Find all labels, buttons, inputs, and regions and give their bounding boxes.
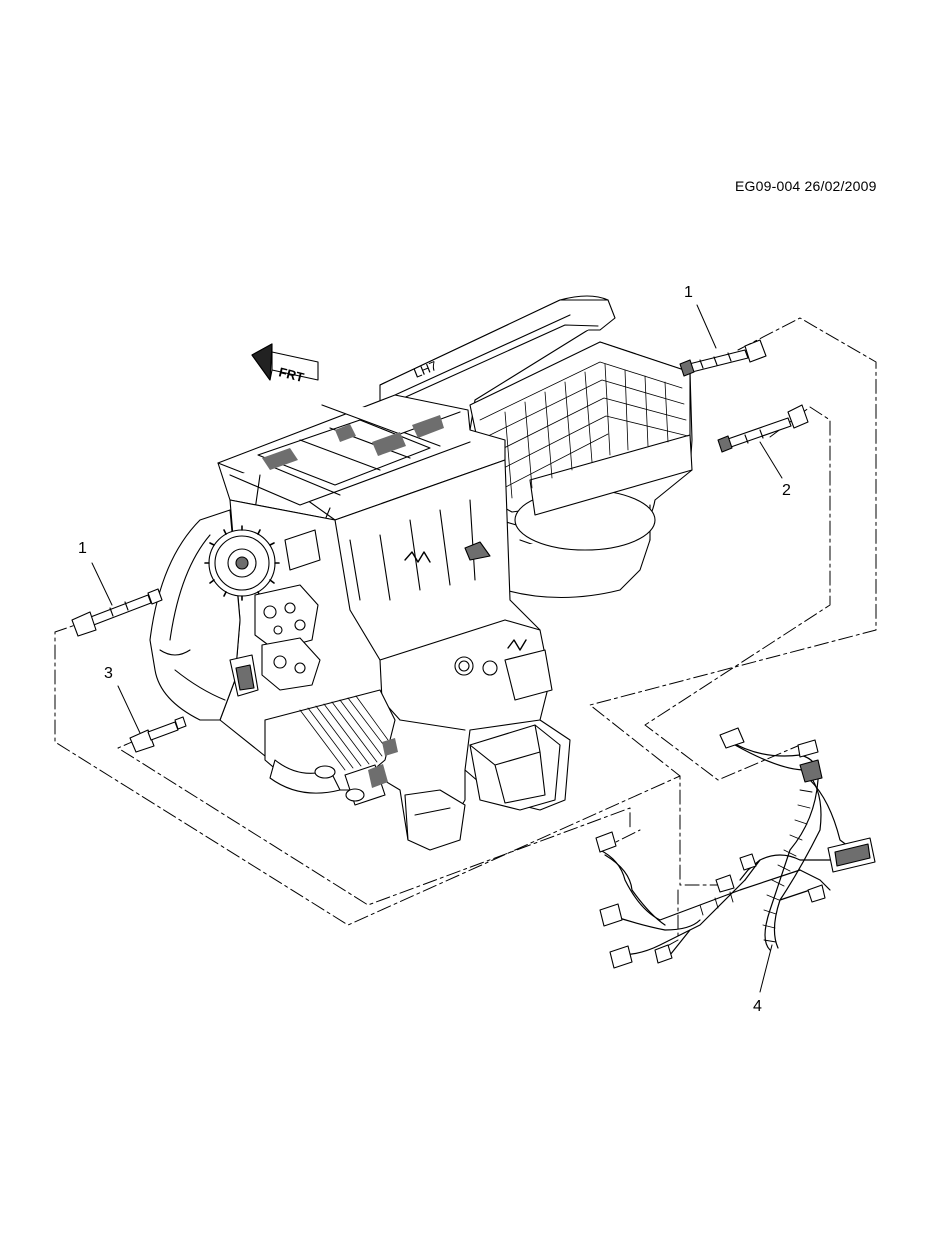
evaporator-shading (368, 738, 398, 788)
mode-door-gear (204, 525, 280, 601)
callout-leaders (91, 304, 783, 993)
sensor-1-top (679, 339, 767, 377)
callout-1-top: 1 (684, 284, 693, 301)
harness-wrap-ticks (699, 789, 813, 943)
blower-grille (479, 361, 689, 499)
case-clip-marks (404, 551, 527, 651)
floor-duct-outlet (469, 724, 561, 811)
blower-housing (469, 341, 693, 598)
sensor-1-left (71, 588, 163, 637)
sensor-3 (129, 716, 187, 753)
callout-1-left: 1 (78, 540, 87, 557)
frt-marker-label: FRT (277, 364, 305, 385)
callout-2: 2 (782, 482, 791, 499)
callout-3: 3 (104, 665, 113, 682)
sensor-2 (717, 404, 809, 453)
document-reference: EG09-004 26/02/2009 (735, 178, 877, 194)
case-ports (454, 541, 553, 701)
front-direction-arrow-icon (251, 343, 319, 381)
wiring-harness (599, 739, 861, 961)
actuator-motors (229, 529, 321, 697)
harness-connectors (595, 727, 876, 969)
drain-outlet (404, 789, 466, 851)
callout-4: 4 (753, 998, 762, 1015)
evaporator-fins (299, 695, 389, 771)
outlet-grid-shading (262, 415, 444, 470)
